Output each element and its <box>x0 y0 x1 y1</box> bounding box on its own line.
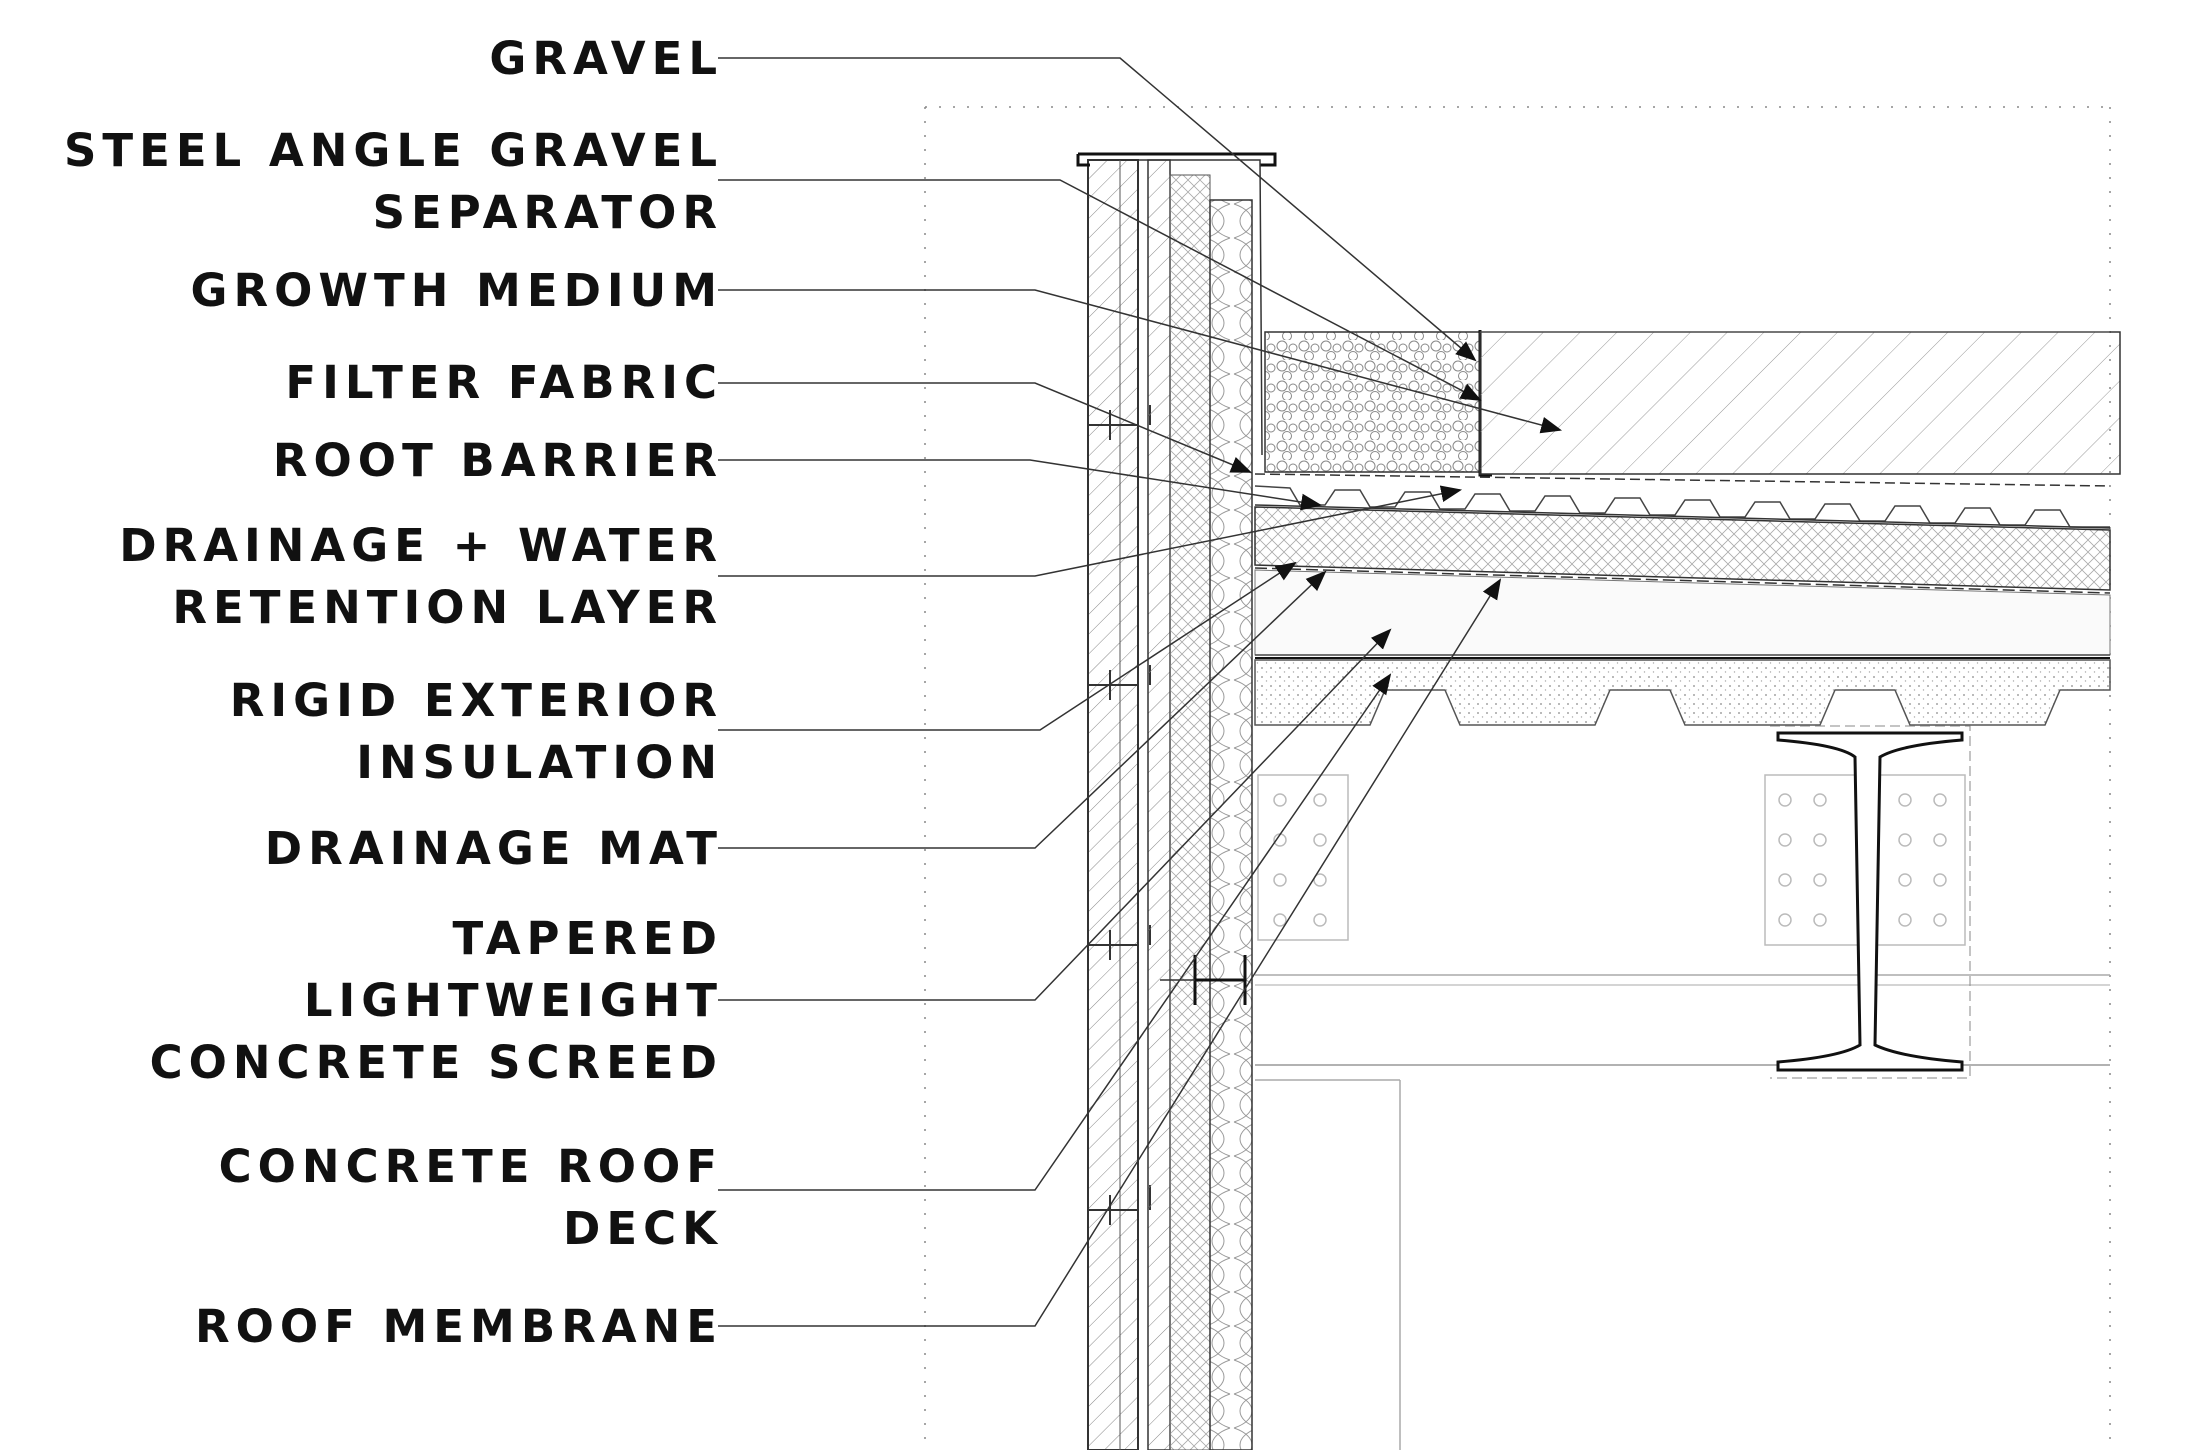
label-line: RIGID EXTERIOR <box>229 674 723 727</box>
filter-fabric <box>1254 473 2111 487</box>
label-line: GRAVEL <box>489 32 723 85</box>
steel-i-beam <box>1776 731 1964 1072</box>
leader-steel-angle <box>718 179 1482 401</box>
leader-root-barrier <box>718 459 1323 511</box>
label-root-barrier: ROOT BARRIER <box>273 430 723 492</box>
leader-drainage-mat <box>718 570 1327 849</box>
label-roof-membrane: ROOF MEMBRANE <box>195 1296 723 1358</box>
label-line: ROOT BARRIER <box>272 434 723 487</box>
leader-drainage-water <box>718 485 1463 577</box>
drainage-retention-layer <box>1254 485 2110 528</box>
leader-roof-membrane <box>718 578 1502 1327</box>
parapet-cap <box>1076 152 1277 167</box>
label-growth-medium: GROWTH MEDIUM <box>191 260 723 322</box>
leader-growth-medium <box>718 289 1563 434</box>
label-line: LIGHTWEIGHT <box>303 974 723 1027</box>
label-line: SEPARATOR <box>372 186 723 239</box>
label-line: ROOF MEMBRANE <box>194 1300 723 1353</box>
leader-roof-deck <box>718 673 1392 1191</box>
label-line: FILTER FABRIC <box>285 356 723 409</box>
label-tapered-lightweight-screed: TAPERED LIGHTWEIGHT CONCRETE SCREED <box>150 908 723 1094</box>
leader-gravel <box>718 57 1477 362</box>
label-line: DRAINAGE + WATER <box>119 519 723 572</box>
leader-rigid-insulation <box>718 561 1297 731</box>
label-drainage-water-retention: DRAINAGE + WATER RETENTION LAYER <box>119 515 723 639</box>
exterior-insulation-wall <box>1169 174 1211 1450</box>
label-line: STEEL ANGLE GRAVEL <box>63 124 723 177</box>
growth-medium <box>1479 331 2121 475</box>
label-drainage-mat: DRAINAGE MAT <box>265 818 723 880</box>
leader-tapered-screed <box>718 628 1392 1001</box>
label-line: DECK <box>563 1202 723 1255</box>
label-concrete-roof-deck: CONCRETE ROOF DECK <box>219 1136 723 1260</box>
label-line: INSULATION <box>356 736 723 789</box>
label-line: TAPERED <box>452 912 723 965</box>
root-barrier <box>1254 504 2111 529</box>
label-rigid-exterior-insulation: RIGID EXTERIOR INSULATION <box>230 670 723 794</box>
gravel <box>1264 331 1481 473</box>
label-gravel: GRAVEL <box>489 28 723 90</box>
drainage-mat <box>1254 567 2111 594</box>
label-line: DRAINAGE MAT <box>264 822 723 875</box>
connection-plate-left <box>1257 774 1349 941</box>
wall-batt-insulation <box>1209 199 1253 1450</box>
cladding-panel <box>1087 159 1139 1450</box>
rigid-exterior-insulation <box>1254 506 2111 591</box>
concrete-roof-deck <box>1254 659 2111 726</box>
label-line: RETENTION LAYER <box>172 581 723 634</box>
label-steel-angle-gravel-separator: STEEL ANGLE GRAVEL SEPARATOR <box>64 120 723 244</box>
label-line: GROWTH MEDIUM <box>190 264 723 317</box>
label-line: CONCRETE SCREED <box>149 1036 723 1089</box>
label-filter-fabric: FILTER FABRIC <box>285 352 723 414</box>
sheathing <box>1147 159 1171 1450</box>
label-line: CONCRETE ROOF <box>218 1140 723 1193</box>
leader-filter-fabric <box>718 382 1252 473</box>
